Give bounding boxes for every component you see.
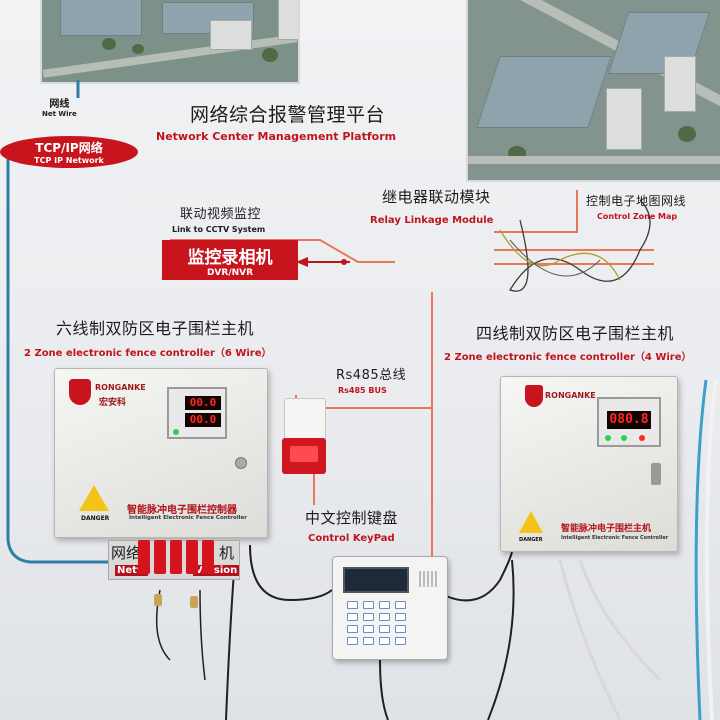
map-zh: 控制电子地图网线 [586, 194, 687, 208]
right-band-en: Intelligent Electronic Fence Controller [561, 535, 669, 541]
map-en: Control Zone Map [597, 212, 678, 221]
four-wire-zh: 四线制双防区电子围栏主机 [476, 324, 675, 343]
terminal-block [138, 540, 216, 576]
left-band-en: Intelligent Electronic Fence Controller [129, 515, 247, 521]
network-module-en: Netw [115, 565, 149, 576]
relay-en: Relay Linkage Module [370, 215, 494, 226]
tcp-en: TCP IP Network [34, 156, 104, 165]
network-module-en-end: Version [193, 565, 240, 576]
cable-tag [190, 596, 198, 608]
danger-warning-icon [79, 485, 109, 511]
cctv-en: Link to CCTV System [172, 225, 266, 234]
shield-logo-icon [69, 379, 91, 405]
led-green [173, 429, 179, 435]
left-display-panel: 00.0 00.0 [167, 387, 227, 439]
led-green [621, 435, 627, 441]
four-wire-controller: RONGANKE 080.8 DANGER 智能脉冲电子围栏主机 Intelli… [500, 376, 678, 552]
rs485-zh: Rs485总线 [336, 368, 407, 383]
net-wire-zh: 网线 [49, 99, 70, 110]
keypad-en: Control KeyPad [308, 533, 395, 544]
dvr-zh: 监控录相机 [187, 248, 273, 268]
platform-title-zh: 网络综合报警管理平台 [190, 104, 386, 126]
left-brand-cn: 宏安科 [99, 398, 127, 408]
right-band-zh: 智能脉冲电子围栏主机 [561, 524, 652, 534]
speaker-grill [419, 571, 439, 587]
network-module-zh-end: 机 [219, 544, 235, 562]
danger-warning-icon [519, 511, 543, 533]
right-brand: RONGANKE [545, 391, 596, 400]
keypad-screen [343, 567, 409, 593]
right-danger-label: DANGER [519, 537, 543, 543]
six-wire-zh: 六线制双防区电子围栏主机 [56, 319, 255, 338]
tcp-zh: TCP/IP网络 [35, 141, 103, 155]
net-wire-en: Net Wire [42, 110, 77, 118]
key-icon [651, 463, 661, 485]
left-display-top: 00.0 [185, 396, 221, 410]
map-aerial-photo [466, 0, 720, 182]
net-wire-label: 网线 Net Wire [42, 95, 77, 118]
network-module-zh: 网络 [111, 544, 142, 562]
led-green [605, 435, 611, 441]
six-wire-en: 2 Zone electronic fence controller（6 Wir… [24, 348, 272, 359]
right-display: 080.8 [607, 411, 651, 429]
left-danger-label: DANGER [81, 515, 110, 522]
alarm-siren [282, 398, 326, 478]
six-wire-controller: RONGANKE 宏安科 00.0 00.0 DANGER 智能脉冲电子围栏控制… [54, 368, 268, 538]
dvr-en: DVR/NVR [206, 268, 254, 278]
cable-tag [154, 594, 162, 606]
rs485-en: Rs485 BUS [338, 386, 387, 395]
platform-aerial-photo [40, 0, 300, 84]
four-wire-en: 2 Zone electronic fence controller（4 Wir… [444, 352, 692, 363]
cctv-zh: 联动视频监控 [180, 207, 262, 222]
tcp-ip-cloud: TCP/IP网络 TCP IP Network [0, 136, 138, 168]
control-keypad [332, 556, 448, 660]
led-red [639, 435, 645, 441]
right-display-panel: 080.8 [597, 397, 661, 447]
left-band-zh: 智能脉冲电子围栏控制器 [127, 505, 237, 516]
lock-icon [235, 457, 247, 469]
left-brand: RONGANKE [95, 383, 146, 392]
relay-zh: 继电器联动模块 [382, 188, 491, 206]
shield-logo-icon [525, 385, 543, 407]
dvr-nvr-box: 监控录相机 DVR/NVR [162, 240, 298, 280]
platform-title-en: Network Center Management Platform [156, 130, 397, 143]
left-display-bottom: 00.0 [185, 413, 221, 427]
keypad-zh: 中文控制键盘 [305, 509, 399, 527]
